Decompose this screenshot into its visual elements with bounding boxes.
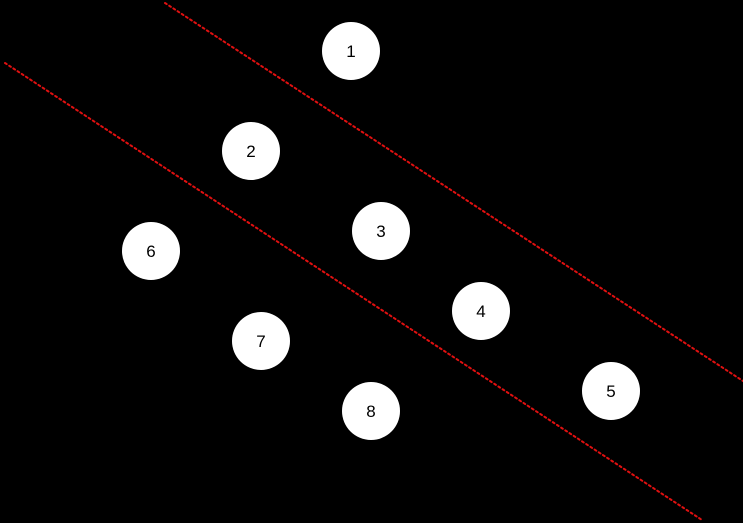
node-circle — [232, 312, 290, 370]
node-2: 2 — [222, 122, 280, 180]
node-label: 8 — [366, 402, 375, 421]
node-6: 6 — [122, 222, 180, 280]
node-circle — [342, 382, 400, 440]
node-7: 7 — [232, 312, 290, 370]
node-circle — [322, 22, 380, 80]
node-circle — [582, 362, 640, 420]
node-1: 1 — [322, 22, 380, 80]
node-label: 4 — [476, 302, 485, 321]
node-label: 2 — [246, 142, 255, 161]
node-8: 8 — [342, 382, 400, 440]
lower-boundary-line — [4, 62, 703, 521]
node-label: 6 — [146, 242, 155, 261]
node-label: 5 — [606, 382, 615, 401]
node-label: 3 — [376, 222, 385, 241]
node-circle — [352, 202, 410, 260]
node-circle — [222, 122, 280, 180]
node-circle — [452, 282, 510, 340]
node-4: 4 — [452, 282, 510, 340]
node-label: 7 — [256, 332, 265, 351]
upper-boundary-line — [164, 2, 743, 382]
node-label: 1 — [346, 42, 355, 61]
node-3: 3 — [352, 202, 410, 260]
node-5: 5 — [582, 362, 640, 420]
node-circle — [122, 222, 180, 280]
